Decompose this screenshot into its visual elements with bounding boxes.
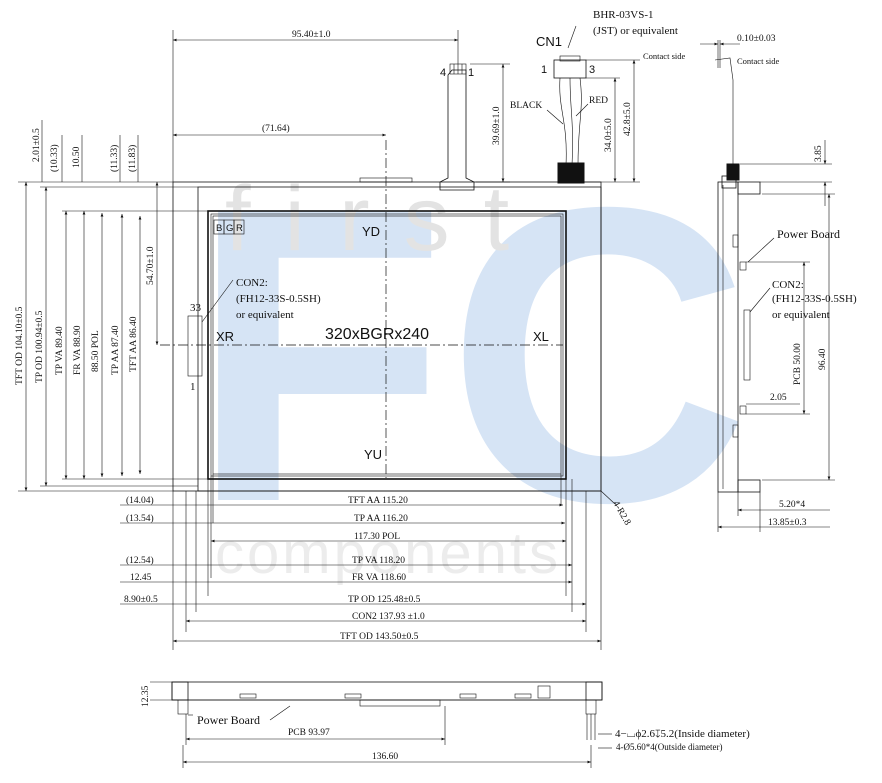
wire-black-label: BLACK (510, 101, 542, 111)
side-con2-3: or equivalent (772, 309, 830, 321)
dim-tft-od-vertical: TFT OD 104.10±0.5 (15, 306, 25, 385)
cn1-connector: CN1 BHR-03VS-1 (JST) or equivalent 1 3 B… (510, 9, 678, 184)
side-thickness: 0.10±0.03 (737, 34, 776, 44)
dim-201: 2.01±0.5 (32, 128, 42, 162)
watermark-word-first: first (225, 168, 543, 270)
bottom-label-4: FR VA 118.60 (352, 573, 406, 583)
touch-label-yd: YD (362, 224, 380, 239)
side-con2-1: CON2: (772, 279, 804, 291)
dim-tft-aa-vertical: TFT AA 86.40 (129, 316, 139, 372)
con2-label-2: (FH12-33S-0.5SH) (236, 293, 321, 305)
side-pcb: PCB 50.00 (793, 343, 803, 385)
con2-pin-33: 33 (190, 302, 202, 314)
bottom-left-0: (14.04) (126, 495, 154, 506)
dim-tft-span: 95.40±1.0 (292, 30, 331, 40)
bottom-pcb: PCB 93.97 (288, 728, 330, 738)
wire-red-label: RED (589, 96, 608, 106)
bottom-label-5: TP OD 125.48±0.5 (348, 595, 421, 605)
dim-fr-va-vertical: FR VA 88.90 (73, 325, 83, 375)
contact-side-right: Contact side (737, 56, 779, 66)
bottom-width: 136.60 (372, 752, 398, 762)
bottom-label-2: 117.30 POL (354, 532, 400, 542)
touch-label-xr: XR (216, 329, 234, 344)
side-panel (717, 181, 739, 493)
cn1-title: CN1 (536, 34, 562, 49)
side-9640: 96.40 (818, 348, 828, 370)
con2-connector (187, 315, 203, 377)
side-1385: 13.85±0.3 (768, 518, 807, 528)
bgr-cell-b: B (216, 223, 222, 234)
con2-label-3: or equivalent (236, 309, 294, 321)
top-dimensions: 95.40±1.0 (71.64) 39.69±1.0 34.0±5.0 42.… (172, 30, 640, 183)
bottom-label-0: TFT AA 115.20 (348, 496, 408, 506)
cn1-pin-3: 3 (589, 64, 595, 76)
side-con2-2: (FH12-33S-0.5SH) (772, 293, 857, 305)
dim-tp-aa-vertical: TP AA 87.40 (111, 325, 121, 375)
watermark-logo: FC (190, 121, 750, 590)
dim-pol-vertical: 88.50 POL (91, 330, 101, 372)
fpc-pin-1: 1 (468, 67, 474, 79)
bottom-view: 12.35 Power Board PCB 93.97 136.60 4−⌴ϕ2… (141, 681, 750, 768)
front-view: B G R YD YU XR XL 320xBGRx240 33 1 CON2:… (160, 140, 602, 492)
bottom-left-1: (13.54) (126, 513, 154, 524)
con2-pin-1: 1 (190, 381, 196, 393)
watermark-word-components: components (215, 521, 561, 586)
dim-5470: 54.70±1.0 (146, 246, 156, 285)
con2-label-1: CON2: (236, 277, 268, 289)
bottom-left-4: 12.45 (130, 573, 152, 583)
side-520: 5.20*4 (779, 500, 805, 510)
fpc-pin-4: 4 (440, 67, 446, 79)
dim-tp-od-vertical: TP OD 100.94±0.5 (35, 310, 45, 383)
side-view: 0.10±0.03 Contact side Contact side 3.85… (643, 34, 857, 532)
bgr-cell-g: G (226, 223, 233, 234)
bottom-dimensions: (14.04) TFT AA 115.20 (13.54) TP AA 116.… (120, 474, 632, 650)
bottom-label-6: CON2 137.93 ±1.0 (352, 612, 425, 622)
bottom-label-1: TP AA 116.20 (354, 514, 408, 524)
bgr-cell-r: R (236, 223, 243, 234)
dim-1183: (11.83) (127, 145, 138, 172)
dim-1033: (10.33) (49, 144, 60, 172)
dim-1133: (11.33) (109, 145, 120, 172)
side-dim-385: 3.85 (814, 145, 824, 162)
cn1-part-2: (JST) or equivalent (593, 25, 678, 37)
dim-cn-42: 42.8±5.0 (623, 102, 633, 136)
cn1-pin-1: 1 (541, 64, 547, 76)
dim-tp-va-vertical: TP VA 89.40 (55, 326, 65, 375)
cn1-part: BHR-03VS-1 (593, 9, 654, 21)
dim-fpc-length: 39.69±1.0 (492, 106, 502, 145)
hole-outside-diameter: 4-Ø5.60*4(Outside diameter) (616, 742, 722, 752)
viewing-area-outer (207, 210, 567, 480)
resolution-label: 320xBGRx240 (325, 326, 429, 343)
touch-label-yu: YU (364, 447, 382, 462)
watermark: FC first components (190, 121, 750, 590)
side-205: 2.05 (770, 393, 787, 403)
left-dimensions: TFT OD 104.10±0.5 TP OD 100.94±0.5 TP VA… (15, 120, 208, 492)
bottom-power-board: Power Board (197, 713, 260, 727)
bottom-left-3: (12.54) (126, 555, 154, 566)
touch-panel-outline (197, 186, 602, 492)
dim-1050: 10.50 (72, 146, 82, 168)
dim-center: (71.64) (262, 123, 290, 134)
dim-cn-34: 34.0±5.0 (604, 118, 614, 152)
bottom-panel (171, 681, 603, 701)
contact-side-left: Contact side (643, 51, 685, 61)
hole-inside-diameter: 4−⌴ϕ2.6↧5.2(Inside diameter) (615, 728, 750, 740)
fpc-cable: 4 1 (439, 63, 475, 191)
bottom-label-7: TFT OD 143.50±0.5 (340, 632, 419, 642)
bottom-label-3: TP VA 118.20 (352, 556, 405, 566)
bottom-height: 12.35 (141, 685, 151, 707)
bottom-left-5: 8.90±0.5 (124, 595, 158, 605)
side-power-board: Power Board (777, 227, 840, 241)
touch-label-xl: XL (533, 329, 549, 344)
